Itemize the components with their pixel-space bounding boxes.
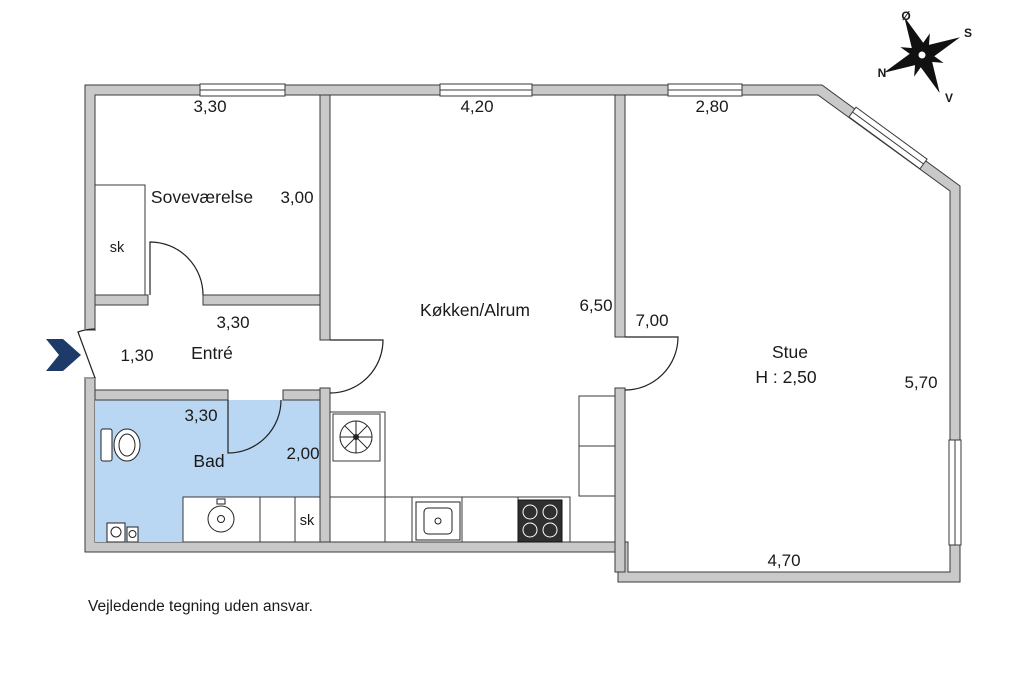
sink-bowl [423,507,453,535]
dim-entre-door: 1,30 [120,346,153,365]
washbasin-icon [207,505,235,533]
dim-entre-top: 3,30 [216,313,249,332]
dim-koekken-side: 6,50 [579,296,612,315]
washing-machine-icon [106,522,139,543]
closet-label-soevaerelse: sk [110,240,125,256]
washbasin-drain [217,515,225,523]
washer-small-drum [128,530,137,538]
door-entrance [77,328,96,379]
entrance-arrow-icon [46,339,81,371]
kitchen-counter-left [329,411,386,498]
washer-small-body [126,526,139,543]
closet-soevaerelse [94,184,146,296]
compass-north-label: N [878,66,887,80]
wall-soevaerelse-bottom-right [202,294,321,306]
dim-stue-side: 5,70 [904,373,937,392]
dim-bad-side: 2,00 [286,444,319,463]
wall-stue-left-lower [614,387,626,573]
door-soevaerelse [149,241,204,296]
disclaimer-text: Vejledende tegning uden ansvar. [88,598,313,615]
toilet-bowl-inner [118,433,136,457]
wall-bad-top-left [94,389,229,401]
washer-body [106,522,126,543]
dim-stue-top: 2,80 [695,97,728,116]
stove-body [517,499,563,543]
dim-soevaerelse-side: 3,00 [280,188,313,207]
window-pane-line [852,111,924,165]
room-label-soevaerelse: Soveværelse [151,187,253,207]
door-stue [624,336,679,391]
compass-west-label: V [945,91,953,105]
entrance-opening [83,329,97,379]
closet-label-bad: sk [300,513,315,529]
dim-stue-bottom: 4,70 [767,551,800,570]
kitchen-cabinet-right [578,395,616,497]
door-bad [227,399,282,454]
window-stue-top [667,83,743,97]
window-stue-right [948,439,962,546]
wall-koekken-left-lower [319,387,331,543]
wall-koekken-left-upper [319,94,331,341]
counter-top [182,496,321,543]
stove-icon [517,499,563,543]
burner [542,504,558,520]
room-label-stue-height: H : 2,50 [755,367,817,387]
toilet-bowl [113,428,141,462]
compass-rose-icon: Ø S N V [878,9,972,105]
compass-star [883,16,961,94]
room-label-entre: Entré [191,343,233,363]
dim-stue-wall: 7,00 [635,311,668,330]
burner [542,522,558,538]
toilet-tank [100,428,113,462]
window-stue-corner [848,106,928,170]
burner [522,522,538,538]
dim-koekken-top: 4,20 [460,97,493,116]
entrance-gap [83,329,97,379]
dim-soevaerelse-top: 3,30 [193,97,226,116]
room-label-bad: Bad [193,451,224,471]
washbasin-tap [216,498,226,505]
toilet-icon [100,428,141,462]
wall-soevaerelse-bottom-left [94,294,149,306]
wall-bad-top-right [282,389,321,401]
sink-drain [434,517,442,525]
spiral-symbol [339,420,373,454]
spiral-hub [353,434,359,440]
dim-bad-top: 3,30 [184,406,217,425]
compass-east-label: Ø [901,9,910,23]
wall-stue-left-upper [614,94,626,338]
door-koekken [329,339,384,394]
room-label-stue: Stue [772,342,808,362]
burner [522,504,538,520]
window-soevaerelse [199,83,286,97]
room-label-koekken: Køkken/Alrum [420,300,530,320]
kitchen-sink-icon [415,501,461,541]
bathroom-counter [182,496,321,543]
window-koekken [439,83,533,97]
compass-hub [917,50,927,60]
washer-drum [110,526,122,538]
compass-south-label: S [964,26,972,40]
